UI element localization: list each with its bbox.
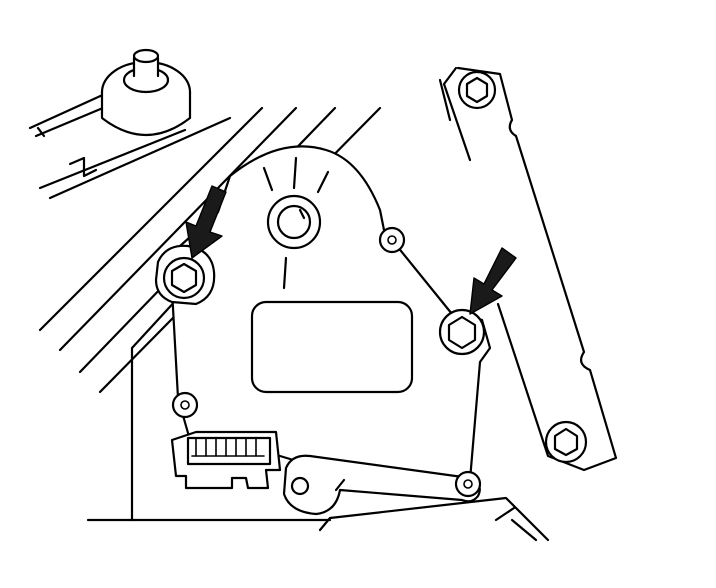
right-fastener <box>438 308 486 356</box>
upper-screw <box>378 226 406 254</box>
lower-left-screw <box>171 391 199 419</box>
mounting-frame <box>86 296 550 542</box>
label-plate <box>250 300 414 394</box>
bracket-strip <box>442 66 618 472</box>
linkage-arm <box>282 454 482 516</box>
electrical-connector <box>170 430 282 490</box>
lower-bracket-bolt <box>544 420 588 464</box>
output-shaft <box>262 156 330 290</box>
upper-bracket-bolt <box>457 70 497 110</box>
spindle-assembly <box>28 48 192 138</box>
actuator-body <box>170 145 492 482</box>
right-fastener-arrow <box>469 247 517 315</box>
upper-left-fastener-arrow <box>185 185 227 259</box>
left-fastener <box>154 244 216 306</box>
